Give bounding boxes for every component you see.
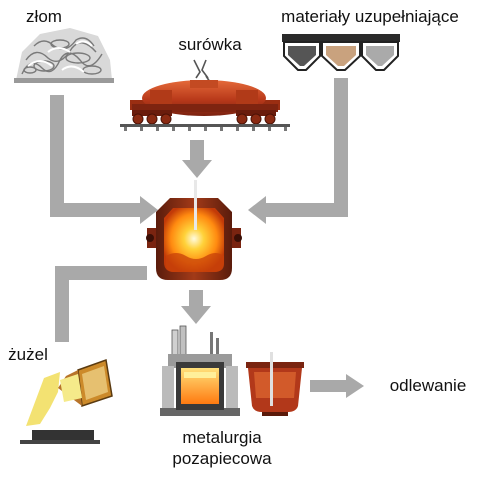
pig-iron-flow-arrow [190, 140, 204, 162]
labels: złom surówka materiały uzupełniające żuż… [8, 7, 466, 468]
additives-label: materiały uzupełniające [281, 7, 459, 26]
scrap-label: złom [26, 7, 62, 26]
slag-pot-icon [20, 358, 113, 444]
steel-flow-arrow [189, 290, 203, 308]
slag-flow-arrow [55, 266, 69, 342]
scrap-flow-arrow-horizontal [50, 203, 142, 217]
additive-hoppers-icon [282, 34, 400, 71]
scrap-arrowhead [140, 196, 158, 224]
slag-flow-arrow-horizontal [55, 266, 147, 280]
pig-iron-torpedo-car-icon [120, 59, 290, 131]
additives-flow-arrow [334, 78, 348, 216]
casting-flow-arrow [310, 380, 348, 392]
scrap-pile-icon [14, 28, 114, 83]
casting-label: odlewanie [390, 376, 467, 395]
slag-label: żużel [8, 345, 48, 364]
ladle-furnace-icon [160, 325, 240, 416]
additives-arrowhead [248, 196, 266, 224]
scrap-flow-arrow [50, 95, 64, 215]
secondary-metallurgy-label-line2: pozapiecowa [172, 449, 272, 468]
steel-arrowhead [181, 306, 211, 324]
pig-iron-label: surówka [178, 35, 242, 54]
secondary-metallurgy-label-line1: metalurgia [182, 428, 262, 447]
flow-arrows [50, 78, 364, 398]
casting-arrowhead [346, 374, 364, 398]
pig-iron-arrowhead [182, 160, 212, 178]
additives-flow-arrow-horizontal [264, 203, 348, 217]
casting-ladle-icon [246, 352, 304, 416]
converter-furnace-icon [146, 180, 242, 280]
